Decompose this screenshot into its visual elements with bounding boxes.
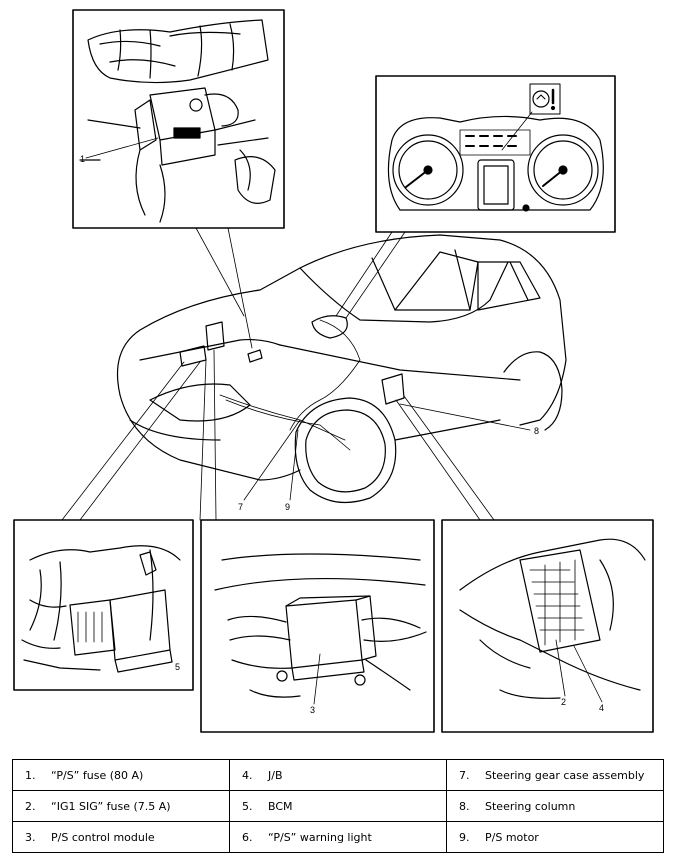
vehicle-outline bbox=[116, 234, 567, 504]
inset-instrument-cluster bbox=[375, 75, 616, 233]
callout-9: 9 bbox=[285, 502, 290, 512]
legend-cell: 2.“IG1 SIG” fuse (7.5 A) bbox=[12, 790, 230, 822]
legend-row: 1.“P/S” fuse (80 A) 4.J/B 7.Steering gea… bbox=[12, 759, 664, 791]
component-location-diagram: 1 5 3 2 4 7 9 8 bbox=[13, 9, 654, 733]
legend-cell: 3.P/S control module bbox=[12, 821, 230, 853]
legend-cell: 9.P/S motor bbox=[446, 821, 664, 853]
callout-1: 1 bbox=[80, 154, 85, 164]
callout-5: 5 bbox=[175, 662, 180, 672]
callout-8: 8 bbox=[534, 426, 539, 436]
inset-junction-block bbox=[441, 519, 654, 733]
legend-cell: 8.Steering column bbox=[446, 790, 664, 822]
legend-cell: 5.BCM bbox=[229, 790, 447, 822]
legend-row: 2.“IG1 SIG” fuse (7.5 A) 5.BCM 8.Steerin… bbox=[12, 790, 664, 822]
inset-ps-control-module bbox=[200, 519, 435, 733]
legend-cell: 1.“P/S” fuse (80 A) bbox=[12, 759, 230, 791]
legend-cell: 6.“P/S” warning light bbox=[229, 821, 447, 853]
legend-cell: 7.Steering gear case assembly bbox=[446, 759, 664, 791]
callout-7: 7 bbox=[238, 502, 243, 512]
component-legend-table: 1.“P/S” fuse (80 A) 4.J/B 7.Steering gea… bbox=[12, 759, 664, 853]
callout-4: 4 bbox=[599, 703, 604, 713]
inset-fuse-box bbox=[72, 9, 285, 229]
legend-cell: 4.J/B bbox=[229, 759, 447, 791]
inset-bcm bbox=[13, 519, 194, 691]
legend-row: 3.P/S control module 6.“P/S” warning lig… bbox=[12, 821, 664, 853]
callout-2: 2 bbox=[561, 697, 566, 707]
callout-3: 3 bbox=[310, 705, 315, 715]
